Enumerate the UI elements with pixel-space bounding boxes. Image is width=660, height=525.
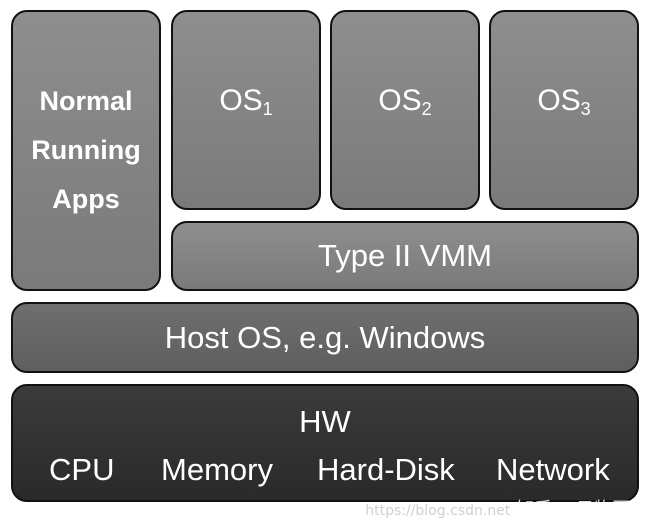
hardware-components: CPU Memory Hard-Disk Network	[13, 452, 637, 492]
normal-running-apps-box: Normal Running Apps	[11, 10, 161, 291]
apps-line-3: Apps	[52, 184, 120, 214]
guest-os-1-box: OS1	[171, 10, 321, 210]
host-os-box: Host OS, e.g. Windows	[11, 302, 639, 373]
hw-hard-disk-label: Hard-Disk	[317, 452, 455, 487]
type-ii-vmm-box: Type II VMM	[171, 221, 639, 291]
guest-os-2-box: OS2	[330, 10, 480, 210]
hw-cpu-label: CPU	[49, 452, 115, 487]
guest-os-2-label: OS2	[378, 84, 432, 119]
host-os-label: Host OS, e.g. Windows	[164, 319, 486, 355]
hardware-title: HW	[299, 404, 351, 439]
watermark-text: 知乎 @云物互联	[516, 499, 648, 520]
watermark: https://blog.csdn.net 知乎 @云物互联	[365, 495, 648, 521]
hw-network-label: Network	[496, 452, 610, 487]
guest-os-1-label: OS1	[219, 84, 273, 119]
watermark-url: https://blog.csdn.net	[365, 503, 511, 519]
guest-os-3-label: OS3	[537, 84, 591, 119]
hw-memory-label: Memory	[161, 452, 273, 487]
apps-line-2: Running	[31, 135, 141, 165]
hardware-box: HW CPU Memory Hard-Disk Network	[11, 384, 639, 502]
vmm-label: Type II VMM	[318, 238, 492, 273]
apps-line-1: Normal	[39, 86, 133, 116]
guest-os-3-box: OS3	[489, 10, 639, 210]
